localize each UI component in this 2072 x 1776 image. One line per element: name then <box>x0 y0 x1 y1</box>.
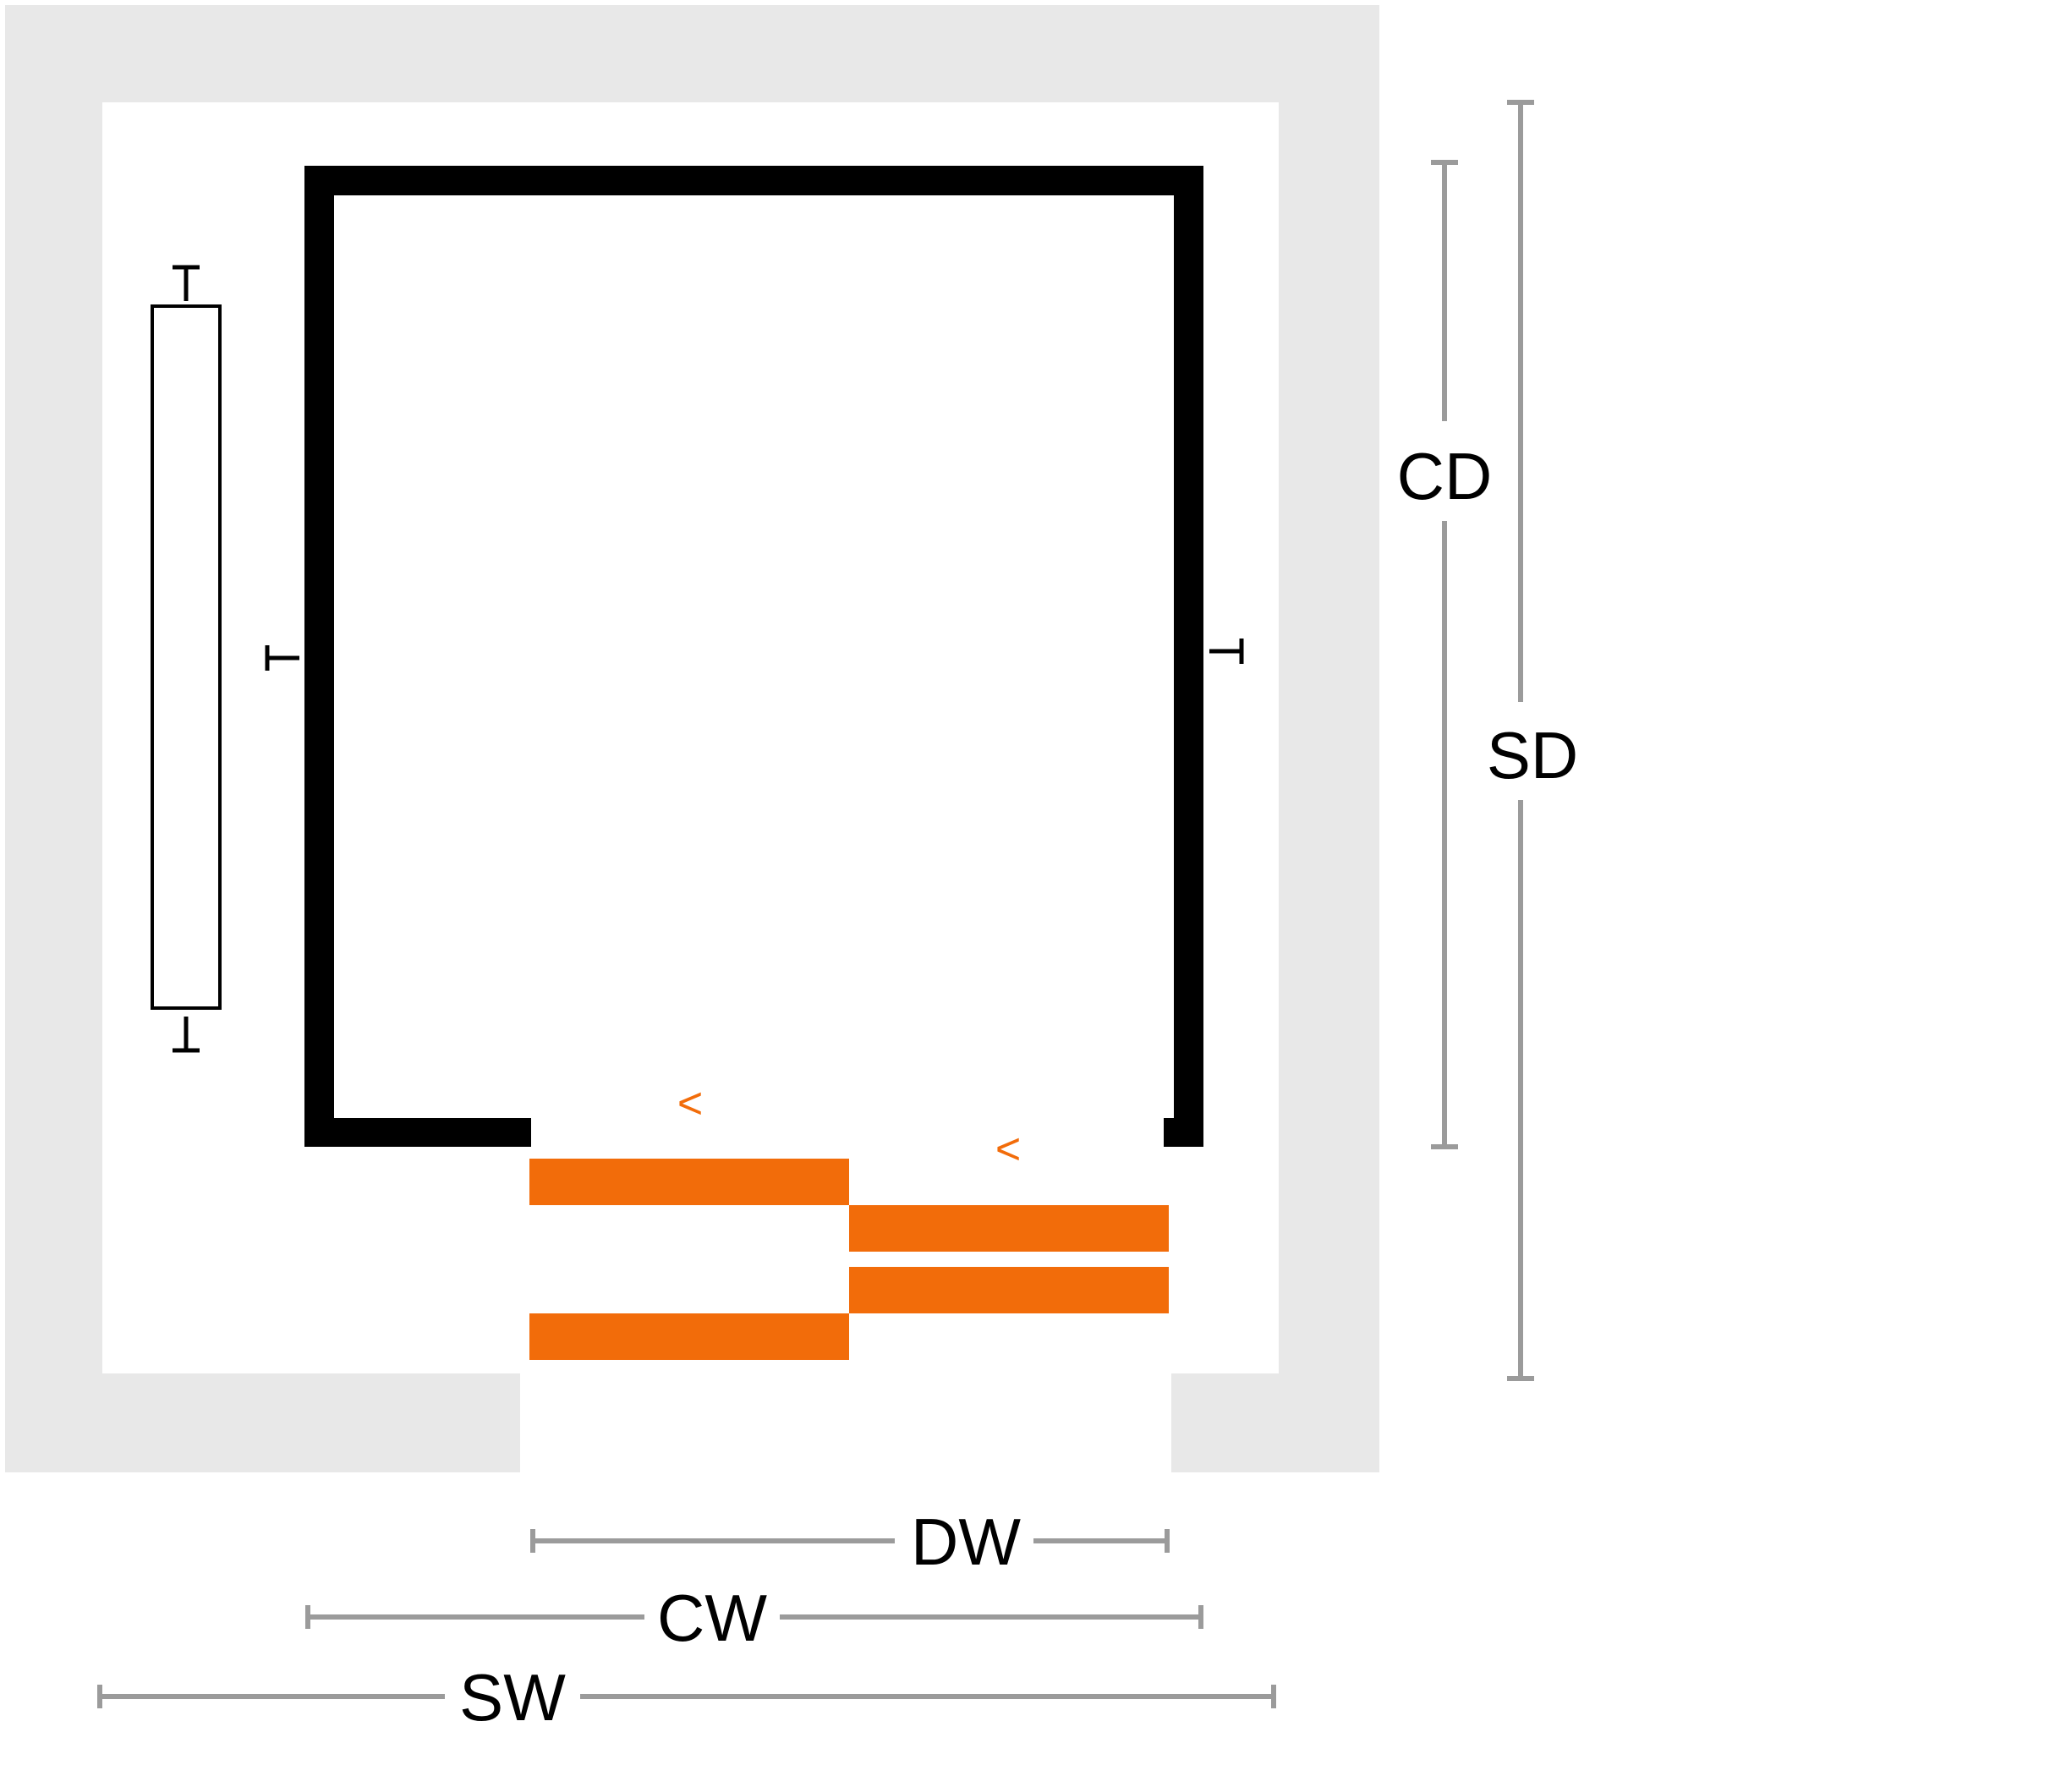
dimension-cd: CD <box>1397 160 1493 1149</box>
t-bar-icon-handrail-bottom <box>173 1017 200 1053</box>
shaft-wall-bottom-right <box>1171 1373 1379 1472</box>
car-wall-front-left <box>304 1118 531 1147</box>
dimension-sd-label: SD <box>1487 718 1578 792</box>
door-panels <box>529 1159 1169 1360</box>
handrail-icon <box>151 265 222 1053</box>
car-wall-left <box>304 166 334 1147</box>
dimension-sw: SW <box>97 1660 1276 1735</box>
shaft-wall-bottom-left <box>5 1373 520 1472</box>
door-opening-arrow-1: < <box>677 1079 703 1128</box>
dimension-dw-label: DW <box>911 1505 1021 1579</box>
shaft-wall-left <box>5 5 102 1472</box>
dimension-dw: DW <box>530 1505 1170 1579</box>
car-wall-top <box>304 166 1203 195</box>
shaft-walls <box>5 5 1379 1472</box>
dimension-cw: CW <box>305 1581 1203 1655</box>
door-panel-3 <box>849 1267 1169 1313</box>
dimension-cw-label: CW <box>657 1581 767 1655</box>
shaft-wall-top <box>5 5 1379 102</box>
door-opening-arrow-2: < <box>995 1125 1021 1174</box>
dimension-sw-label: SW <box>459 1660 566 1735</box>
handrail-bar <box>151 304 222 1010</box>
car-walls <box>304 166 1203 1147</box>
car-wall-right <box>1174 166 1203 1147</box>
dimension-cd-label: CD <box>1397 439 1493 513</box>
shaft-wall-right <box>1279 5 1379 1472</box>
t-bar-icon-handrail-top <box>173 265 200 301</box>
door-panel-2 <box>849 1205 1169 1252</box>
car-wall-front-right <box>1164 1118 1203 1147</box>
door-panel-4 <box>529 1313 849 1360</box>
t-bar-icon-right-wall <box>1209 639 1244 664</box>
dimension-sd: SD <box>1487 100 1578 1381</box>
door-panel-1 <box>529 1159 849 1205</box>
t-bar-icon-left-wall <box>265 645 299 671</box>
